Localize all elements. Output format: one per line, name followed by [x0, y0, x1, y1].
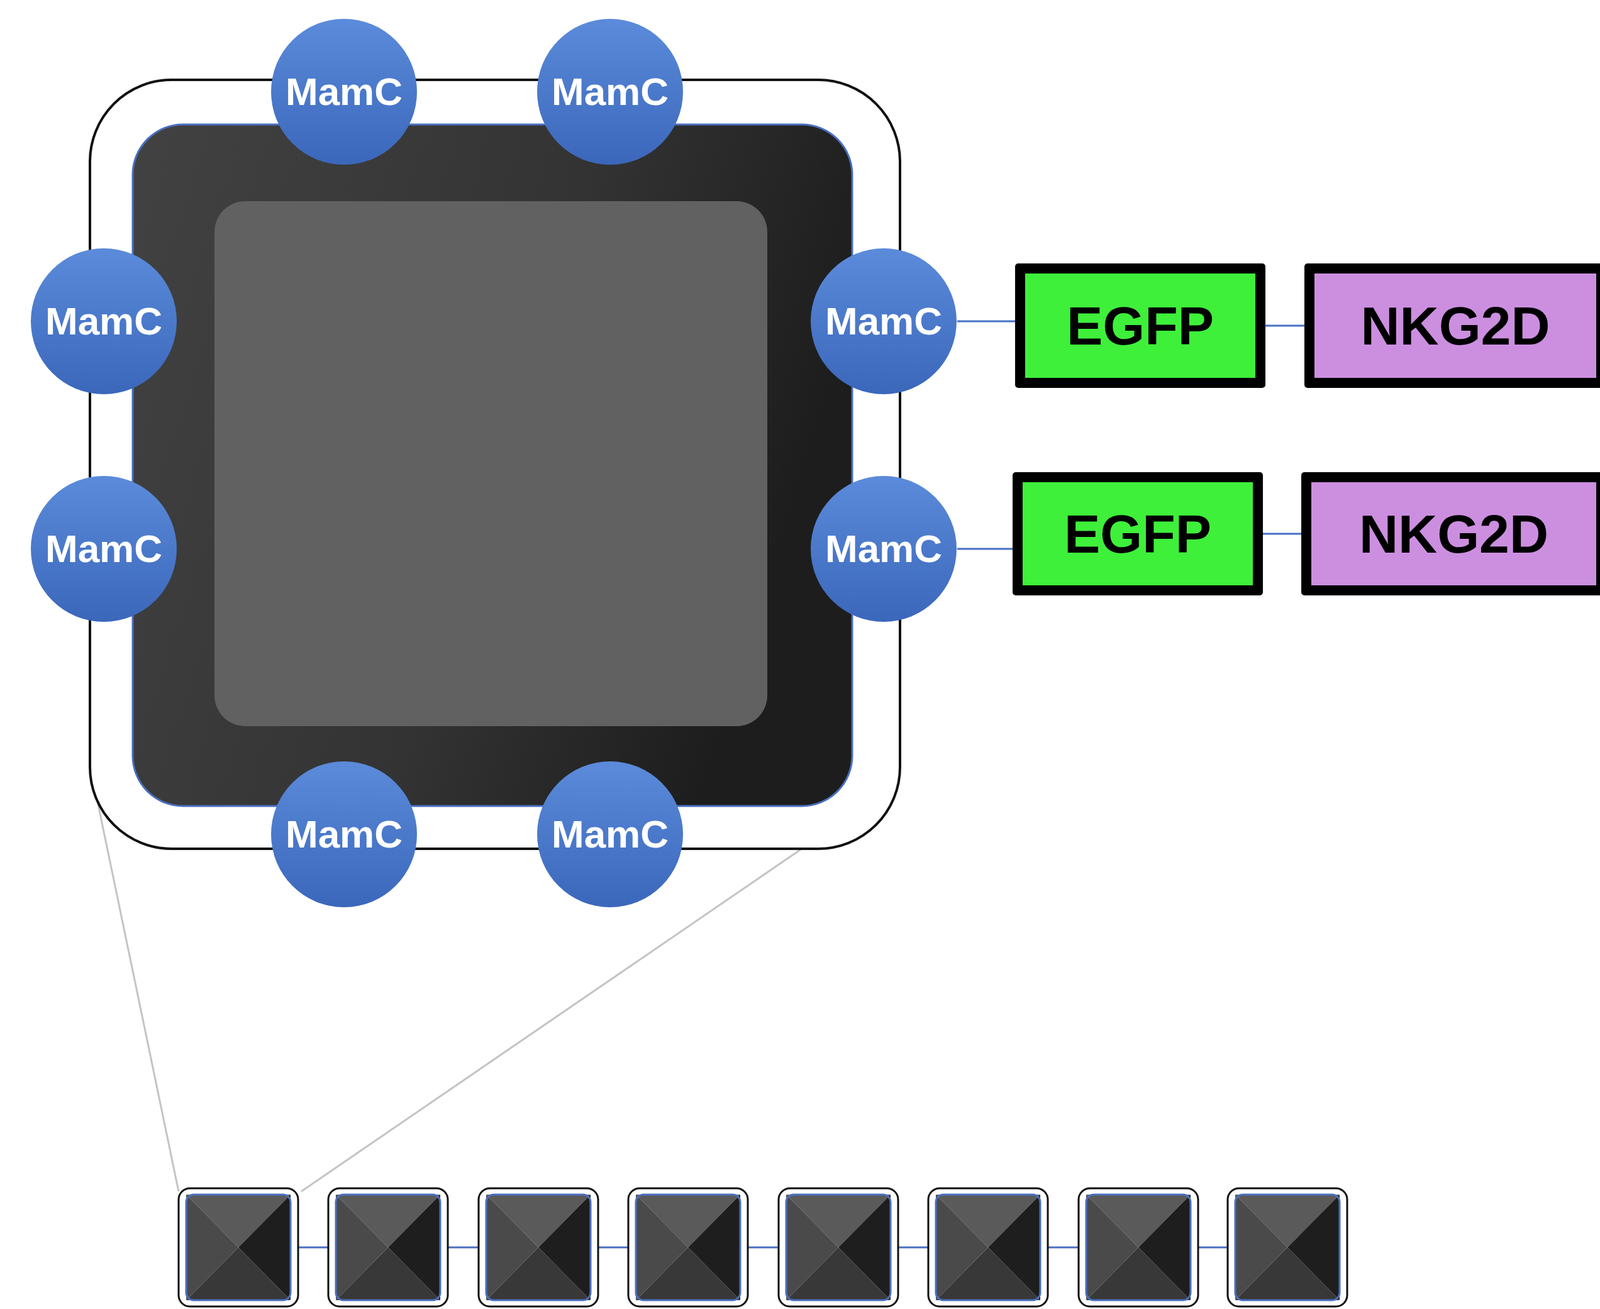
- circle-fill: [537, 18, 684, 165]
- circle-fill: [30, 248, 177, 395]
- protein-circle: MamC: [810, 247, 958, 395]
- circle-fill: [537, 761, 684, 908]
- node-label: MamC: [825, 300, 943, 343]
- magnetosome-icon: [478, 1188, 599, 1307]
- crystal-face: [214, 201, 768, 727]
- node-label: MamC: [45, 300, 163, 343]
- magnetite-crystal: [132, 124, 853, 807]
- protein-circle: MamC: [536, 761, 684, 909]
- circle-fill: [271, 761, 417, 908]
- protein-circle: MamC: [30, 247, 178, 395]
- connector-line: [957, 320, 1016, 323]
- receptor-box: NKG2D: [1304, 263, 1600, 389]
- node-label: MamC: [551, 70, 669, 114]
- circle-fill: [271, 18, 417, 165]
- node-label: MamC: [285, 813, 403, 856]
- node-label: NKG2D: [1359, 504, 1549, 565]
- connector-line: [1262, 533, 1302, 536]
- magnetosome-icon: [778, 1188, 899, 1307]
- node-label: NKG2D: [1360, 296, 1550, 356]
- protein-circle: MamC: [270, 761, 418, 909]
- magnetosome-icon: [928, 1188, 1048, 1307]
- circle-fill: [810, 248, 957, 395]
- fusion-box: EGFP: [1015, 263, 1266, 389]
- protein-circle: MamC: [536, 18, 684, 166]
- node-label: MamC: [825, 527, 943, 571]
- membrane-outline: [89, 79, 900, 850]
- circle-fill: [810, 476, 957, 623]
- protein-circle: MamC: [30, 475, 178, 623]
- node-label: MamC: [45, 527, 163, 571]
- node-label: EGFP: [1064, 504, 1212, 565]
- magnetosome-icon: [1227, 1188, 1348, 1307]
- node-label: MamC: [285, 70, 403, 114]
- magnetosome-icon: [1078, 1188, 1199, 1307]
- node-label: EGFP: [1066, 296, 1214, 356]
- magnetosome-icon: [628, 1188, 748, 1307]
- receptor-box: NKG2D: [1301, 472, 1600, 596]
- node-label: MamC: [551, 813, 669, 856]
- fusion-box: EGFP: [1012, 472, 1263, 596]
- circle-fill: [30, 476, 177, 623]
- magnetosome-icon: [178, 1188, 299, 1307]
- protein-circle: MamC: [270, 18, 418, 166]
- connector-line: [957, 548, 1013, 551]
- protein-circle: MamC: [810, 475, 958, 623]
- connector-line: [1265, 325, 1305, 328]
- magnetosome-icon: [328, 1188, 448, 1307]
